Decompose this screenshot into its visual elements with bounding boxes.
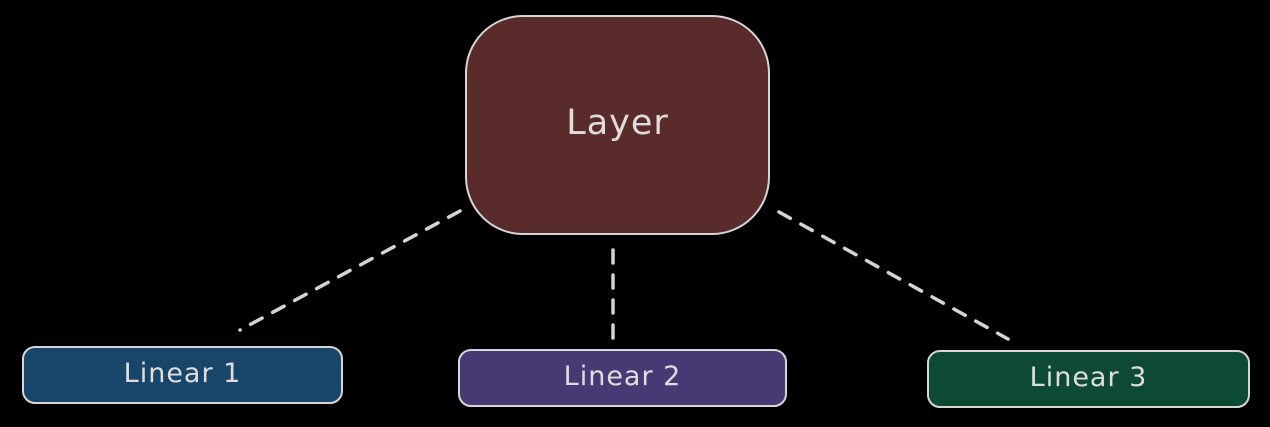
linear1-node: Linear 1 (22, 346, 343, 404)
linear2-node: Linear 2 (458, 349, 787, 407)
linear3-node: Linear 3 (927, 350, 1250, 408)
linear3-node-label: Linear 3 (1029, 361, 1148, 393)
linear1-node-label: Linear 1 (123, 357, 242, 389)
linear2-node-label: Linear 2 (563, 360, 682, 392)
connector-layer-linear3 (777, 210, 1010, 341)
layer-node: Layer (465, 15, 770, 235)
connector-layer-linear1 (238, 209, 462, 332)
layer-node-label: Layer (566, 103, 669, 143)
